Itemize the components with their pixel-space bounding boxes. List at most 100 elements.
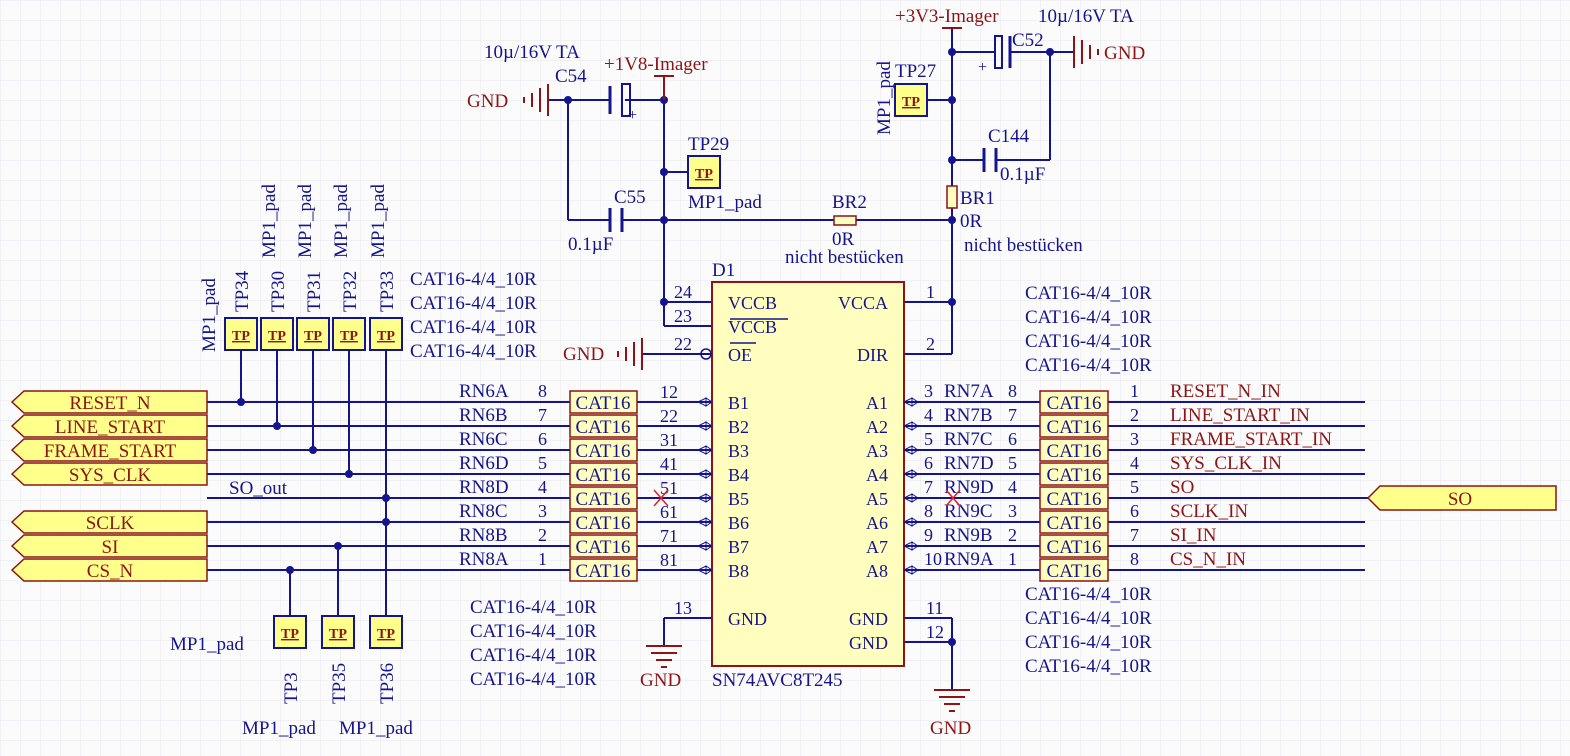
br1-ref: BR1	[960, 188, 995, 209]
rn-part-label: CAT16	[576, 417, 631, 438]
ic-pin-name: A6	[866, 513, 888, 533]
test-point-tp29[interactable]: TP	[687, 155, 721, 189]
bidir-arrow	[696, 541, 713, 551]
ic-pin-number: 22	[674, 334, 692, 354]
test-point-tp30[interactable]: TP	[260, 317, 294, 351]
test-point-tp3[interactable]: TP	[273, 615, 307, 649]
net-pin-number: 8	[1130, 549, 1139, 569]
tp-ref: TP36	[377, 663, 398, 704]
c144-capacitor[interactable]: C144 0.1µF	[982, 126, 1045, 185]
tp-pad: MP1_pad	[368, 184, 389, 258]
net-pin-number: 7	[1130, 525, 1139, 545]
test-point-tp35[interactable]: TP	[321, 615, 355, 649]
tp3-pad: MP1_pad	[170, 634, 244, 655]
port-label: LINE_START	[55, 417, 166, 438]
bidir-arrow	[696, 517, 713, 527]
test-point-tp31[interactable]: TP	[296, 317, 330, 351]
rn-value: CAT16-4/4_10R	[1025, 632, 1152, 653]
ic-pins: VCCB24VCCB23OE22B1B2B3B4B5B6B7B8GND13VCC…	[660, 282, 944, 653]
tp-ref: TP3	[281, 672, 302, 704]
ic-pin-name: A7	[866, 537, 888, 557]
gnd-label-ic-right: GND	[930, 718, 971, 739]
port-cs-n[interactable]: CS_N	[10, 558, 208, 582]
gnd-label-c52: GND	[1104, 43, 1145, 64]
svg-text:+: +	[628, 107, 637, 124]
ic-d1[interactable]: D1 SN74AVC8T245 VCCB24VCCB23OE22B1B2B3B4…	[660, 260, 944, 691]
rn-part-label: CAT16	[1047, 561, 1102, 582]
port-reset-n[interactable]: RESET_N	[10, 390, 208, 414]
br1-resistor[interactable]: BR1 0R nicht bestücken	[946, 185, 1083, 256]
rn-value: CAT16-4/4_10R	[410, 293, 537, 314]
net-label: SO	[1170, 477, 1194, 498]
net-label: FRAME_START_IN	[1170, 429, 1332, 450]
rn-ref: RN6C	[459, 429, 508, 450]
test-point-tp27[interactable]: TP	[894, 83, 928, 117]
test-point-tp32[interactable]: TP	[332, 317, 366, 351]
rn-pin-number: 6	[538, 429, 547, 449]
rn-value: CAT16-4/4_10R	[1025, 307, 1152, 328]
ic-pin-number: 6	[924, 453, 933, 473]
svg-text:+3V3-Imager: +3V3-Imager	[895, 6, 999, 27]
b-side-pin-number: 61	[660, 502, 678, 522]
ic-pin-name: B7	[728, 537, 749, 557]
rn-ref: RN7B	[944, 405, 993, 426]
rn-pin-number: 6	[1008, 429, 1017, 449]
ic-pin-number: 12	[926, 622, 944, 642]
port-so-label: SO	[1448, 489, 1472, 510]
tp-badge: TP	[232, 329, 250, 344]
rn-pin-number: 2	[538, 525, 547, 545]
port-sys-clk[interactable]: SYS_CLK	[10, 462, 208, 486]
bidir-arrow	[902, 397, 919, 407]
br2-resistor[interactable]: BR2 0R nicht bestücken	[785, 192, 904, 268]
rn-pin-number: 5	[538, 453, 547, 473]
tp27-ref: TP27	[895, 61, 936, 82]
tp-badge: TP	[329, 627, 347, 642]
test-point-tp36[interactable]: TP	[369, 615, 403, 649]
rn-ref: RN9D	[944, 477, 994, 498]
port-sclk[interactable]: SCLK	[10, 510, 208, 534]
rn-part-label: CAT16	[576, 561, 631, 582]
rn-ref: RN8D	[459, 477, 509, 498]
br1-value: 0R	[960, 211, 983, 232]
c52-capacitor[interactable]: + C52 10µ/16V TA	[978, 6, 1134, 76]
port-frame-start[interactable]: FRAME_START	[10, 438, 208, 462]
tp-ref: TP34	[232, 270, 253, 312]
tp29-ref: TP29	[688, 134, 729, 155]
rn-part-label: CAT16	[576, 465, 631, 486]
rn-value: CAT16-4/4_10R	[470, 621, 597, 642]
port-line-start[interactable]: LINE_START	[10, 414, 208, 438]
rn-part-label: CAT16	[576, 393, 631, 414]
ic-pin-number: 11	[926, 598, 943, 618]
gnd-label-oe: GND	[563, 344, 604, 365]
gnd-label-ic-left: GND	[640, 670, 681, 691]
ic-pin-number: 5	[924, 429, 933, 449]
tp-badge: TP	[268, 329, 286, 344]
c55-capacitor[interactable]: C55 0.1µF	[568, 187, 646, 255]
br2-note: nicht bestücken	[785, 247, 904, 268]
rn-part-label: CAT16	[1047, 441, 1102, 462]
test-point-tp34[interactable]: TP	[224, 317, 258, 351]
port-si[interactable]: SI	[10, 534, 208, 558]
net-pin-number: 4	[1130, 453, 1139, 473]
ic-part-number: SN74AVC8T245	[712, 670, 843, 691]
c54-capacitor[interactable]: + C54 10µ/16V TA	[484, 42, 637, 124]
port-so[interactable]: SO	[1366, 485, 1557, 511]
test-point-tp33[interactable]: TP	[369, 317, 403, 351]
tp-pad: MP1_pad	[331, 184, 352, 258]
